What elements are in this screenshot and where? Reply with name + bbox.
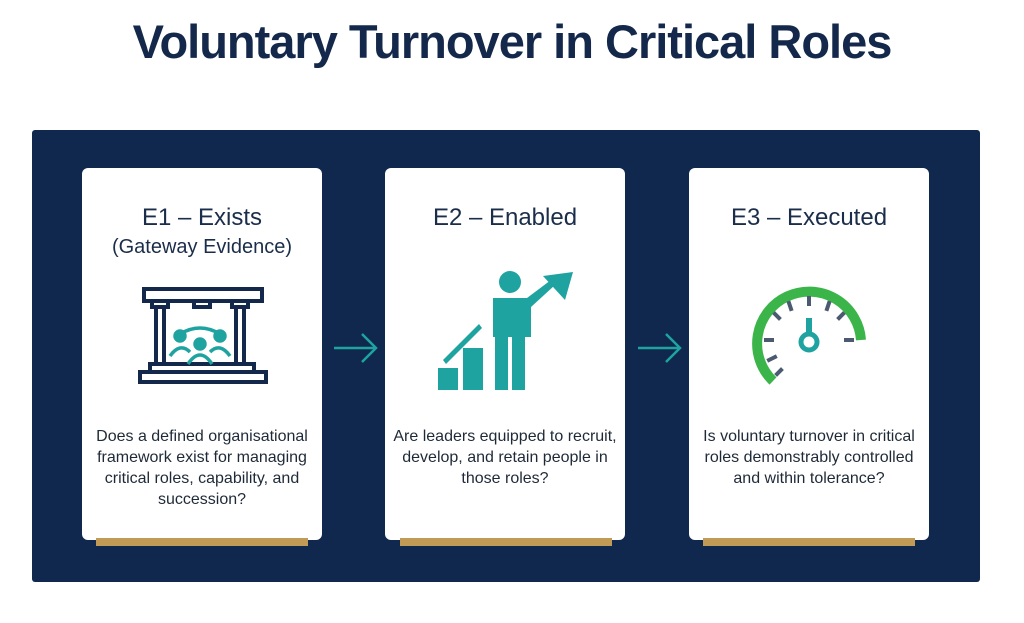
card-subheading: (Gateway Evidence) xyxy=(111,236,293,258)
card-heading: E2 – Enabled xyxy=(432,204,578,231)
card-e1-exists: E1 – Exists (Gateway Evidence) Does a de… xyxy=(82,168,322,540)
card-question: Are leaders equipped to recruit, develop… xyxy=(393,428,617,487)
card-base-bar xyxy=(96,538,308,546)
arrow-right-icon xyxy=(334,333,378,363)
card-question: Does a defined organisational framework … xyxy=(96,428,308,508)
card-heading: E3 – Executed xyxy=(730,204,888,231)
page-title: Voluntary Turnover in Critical Roles xyxy=(132,15,893,68)
card-base-bar xyxy=(703,538,915,546)
card-question: Is voluntary turnover in critical roles … xyxy=(703,428,915,487)
person-growth-chart-icon xyxy=(438,271,573,390)
card-base-bar xyxy=(400,538,612,546)
card-e2-enabled: E2 – Enabled Are leaders equipped to rec… xyxy=(385,168,625,540)
arrow-right-icon xyxy=(638,333,682,363)
pillar-building-people-icon xyxy=(138,287,268,384)
card-e3-executed: E3 – Executed Is voluntary turnover in c… xyxy=(689,168,929,540)
gauge-icon xyxy=(752,286,866,385)
card-heading: E1 – Exists xyxy=(141,204,263,231)
